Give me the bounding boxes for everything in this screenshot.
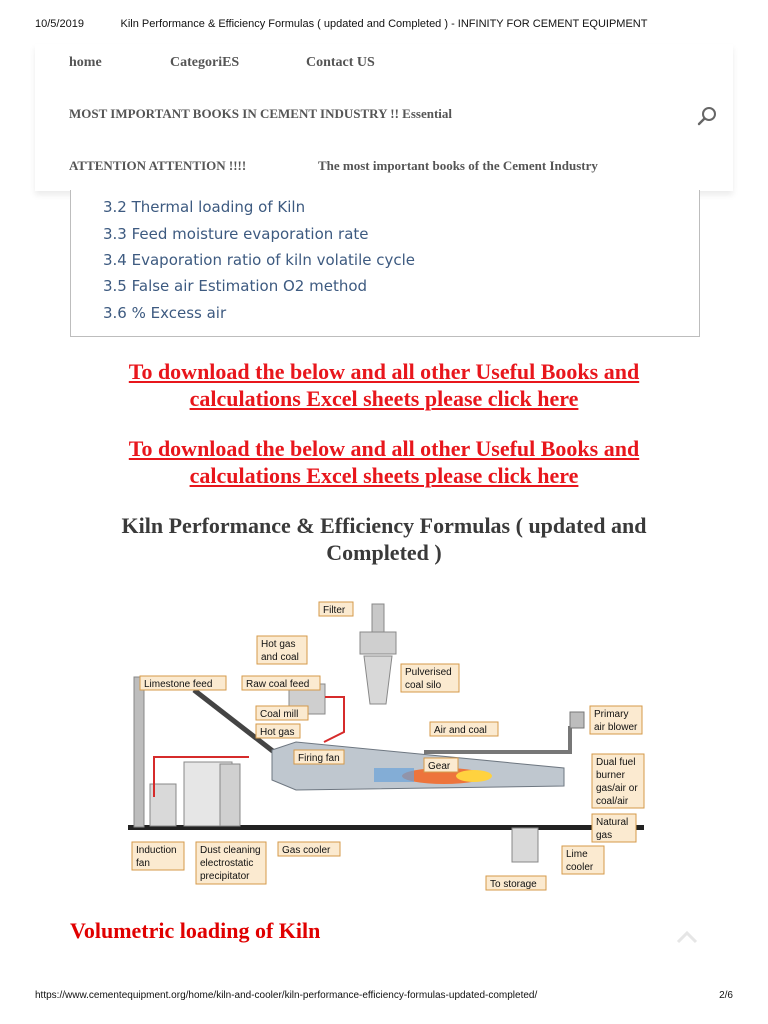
svg-text:gas: gas <box>596 830 612 841</box>
svg-text:Air and coal: Air and coal <box>434 725 487 736</box>
ground-line <box>128 825 644 830</box>
label-firing-fan: Firing fan <box>293 749 345 765</box>
svg-text:coal silo: coal silo <box>405 680 442 691</box>
site-navbar: home CategoriES Contact US MOST IMPORTAN… <box>35 44 733 191</box>
label-coal-mill: Coal mill <box>255 705 309 721</box>
svg-text:gas/air or: gas/air or <box>596 783 638 794</box>
label-limestone-feed: Limestone feed <box>139 675 227 691</box>
label-natural-gas: Natural gas <box>591 813 637 843</box>
svg-text:Primary: Primary <box>594 709 628 720</box>
svg-text:Coal mill: Coal mill <box>260 709 298 720</box>
svg-text:Hot gas: Hot gas <box>260 727 294 738</box>
toc-item-thermal-loading[interactable]: 3.2 Thermal loading of Kiln <box>103 198 306 216</box>
hot-gas-pipe <box>153 756 249 797</box>
svg-text:Firing fan: Firing fan <box>298 753 340 764</box>
kiln-flame-core <box>456 770 492 782</box>
print-page-number: 2/6 <box>719 990 733 1001</box>
print-page-title: Kiln Performance & Efficiency Formulas (… <box>120 18 648 30</box>
lime-cooler-unit <box>511 827 539 863</box>
rotary-kiln <box>271 741 565 791</box>
svg-text:Limestone feed: Limestone feed <box>144 679 212 690</box>
label-raw-coal-feed: Raw coal feed <box>241 675 321 691</box>
limestone-chute <box>192 688 276 754</box>
table-of-contents: 3.2 Thermal loading of Kiln 3.3 Feed moi… <box>70 190 700 337</box>
print-footer: https://www.cementequipment.org/home/kil… <box>35 990 733 1004</box>
svg-text:Pulverised: Pulverised <box>405 667 452 678</box>
svg-text:precipitator: precipitator <box>200 871 250 882</box>
download-link-repeat[interactable]: To download the below and all other Usef… <box>70 435 698 489</box>
article-title: Kiln Performance & Efficiency Formulas (… <box>70 512 698 566</box>
label-hot-gas-and-coal: Hot gas and coal <box>256 635 308 665</box>
download-link[interactable]: To download the below and all other Usef… <box>70 358 698 412</box>
primary-blower-unit <box>569 711 585 729</box>
svg-text:and coal: and coal <box>261 652 299 663</box>
exhaust-stack <box>133 676 145 828</box>
label-lime-cooler: Lime cooler <box>561 845 605 875</box>
kiln-process-diagram: Filter Hot gas and coal Pulverised coal … <box>124 592 648 892</box>
nav-important-books[interactable]: MOST IMPORTANT BOOKS IN CEMENT INDUSTRY … <box>69 106 452 121</box>
download-link-repeat-line2: calculations Excel sheets please click h… <box>189 463 579 488</box>
kiln-blue-zone <box>374 768 414 782</box>
svg-text:Hot gas: Hot gas <box>261 639 295 650</box>
download-link-repeat-line1: To download the below and all other Usef… <box>128 436 640 461</box>
toc-item-feed-moisture[interactable]: 3.3 Feed moisture evaporation rate <box>103 225 369 243</box>
filter-stack <box>371 603 385 635</box>
label-pulverised-coal-silo: Pulverised coal silo <box>400 663 460 693</box>
nav-home[interactable]: home <box>69 55 102 70</box>
label-primary-air-blower: Primary air blower <box>589 705 643 735</box>
svg-text:Filter: Filter <box>323 605 346 616</box>
svg-text:fan: fan <box>136 858 150 869</box>
nav-contact[interactable]: Contact US <box>306 55 375 70</box>
svg-text:Lime: Lime <box>566 849 588 860</box>
toc-item-evaporation-ratio[interactable]: 3.4 Evaporation ratio of kiln volatile c… <box>103 251 415 269</box>
filter-unit <box>359 631 397 655</box>
svg-text:Dual fuel: Dual fuel <box>596 757 635 768</box>
label-air-and-coal: Air and coal <box>429 721 499 737</box>
label-to-storage: To storage <box>485 875 547 891</box>
print-date: 10/5/2019 <box>35 18 84 30</box>
print-header: 10/5/2019 Kiln Performance & Efficiency … <box>35 18 733 32</box>
gas-cooler-unit <box>219 763 241 827</box>
svg-text:To storage: To storage <box>490 879 537 890</box>
svg-text:air blower: air blower <box>594 722 638 733</box>
svg-text:electrostatic: electrostatic <box>200 858 253 869</box>
label-gear: Gear <box>423 757 459 773</box>
download-link-line2: calculations Excel sheets please click h… <box>189 386 579 411</box>
print-url: https://www.cementequipment.org/home/kil… <box>35 990 538 1001</box>
label-induction-fan: Induction fan <box>131 841 185 871</box>
article-title-line1: Kiln Performance & Efficiency Formulas (… <box>121 513 647 538</box>
coal-silo <box>363 655 393 705</box>
scroll-to-top-icon[interactable] <box>676 930 698 944</box>
nav-categories[interactable]: CategoriES <box>170 55 240 70</box>
svg-text:coal/air: coal/air <box>596 796 629 807</box>
toc-item-excess-air[interactable]: 3.6 % Excess air <box>103 304 227 322</box>
download-link-line1: To download the below and all other Usef… <box>128 359 640 384</box>
nav-attention[interactable]: ATTENTION ATTENTION !!!! <box>69 158 247 173</box>
label-hot-gas: Hot gas <box>255 723 301 739</box>
svg-text:Gear: Gear <box>428 761 451 772</box>
label-gas-cooler: Gas cooler <box>277 841 341 857</box>
search-icon[interactable] <box>695 104 719 128</box>
section-heading: Volumetric loading of Kiln <box>70 918 321 943</box>
label-dual-fuel-burner: Dual fuel burner gas/air or coal/air <box>591 753 645 809</box>
svg-text:Natural: Natural <box>596 817 628 828</box>
label-filter: Filter <box>318 601 354 617</box>
article-title-line2: Completed ) <box>326 540 442 565</box>
svg-text:Raw coal feed: Raw coal feed <box>246 679 309 690</box>
svg-text:Dust cleaning: Dust cleaning <box>200 845 261 856</box>
nav-most-important-books[interactable]: The most important books of the Cement I… <box>318 158 598 173</box>
svg-text:Induction: Induction <box>136 845 177 856</box>
svg-text:Gas cooler: Gas cooler <box>282 845 331 856</box>
label-dust-cleaning: Dust cleaning electrostatic precipitator <box>195 841 267 885</box>
air-coal-pipe <box>424 726 572 754</box>
svg-text:cooler: cooler <box>566 862 594 873</box>
coal-duct <box>323 696 345 743</box>
svg-text:burner: burner <box>596 770 626 781</box>
toc-item-false-air[interactable]: 3.5 False air Estimation O2 method <box>103 277 368 295</box>
